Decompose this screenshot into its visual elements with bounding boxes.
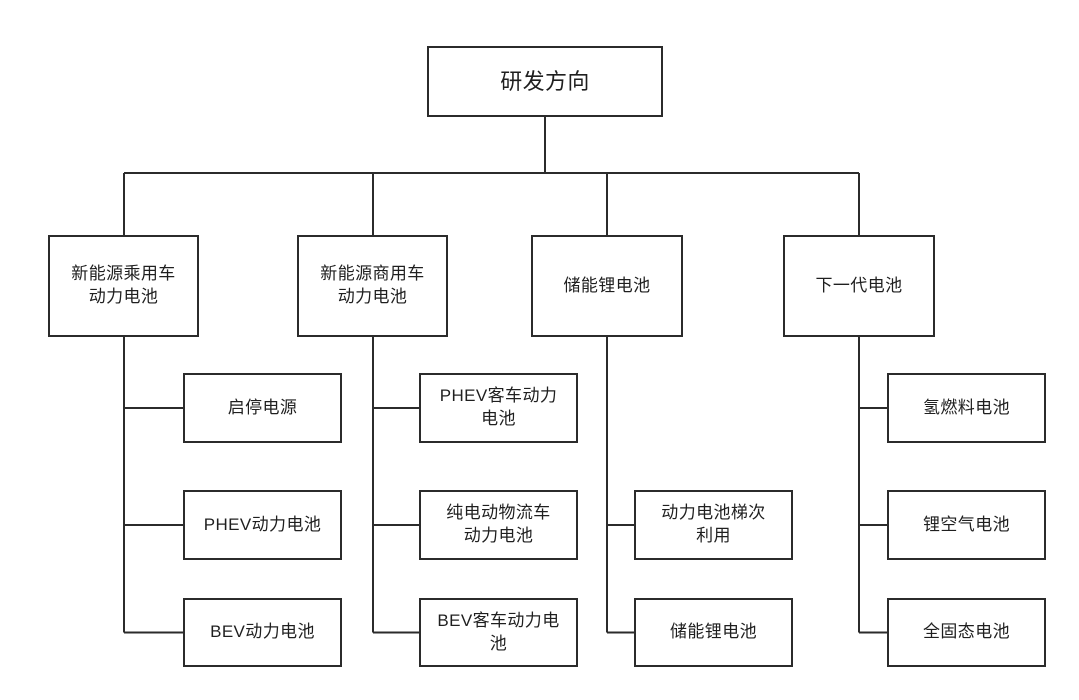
node-leaf-3-2-label: 全固态电池 xyxy=(923,622,1010,642)
node-leaf-3-2[interactable]: 全固态电池 xyxy=(887,598,1046,667)
node-leaf-2-0-label: 动力电池梯次 利用 xyxy=(661,503,766,545)
node-leaf-3-1[interactable]: 锂空气电池 xyxy=(887,490,1046,560)
node-branch-0-label: 新能源乘用车 动力电池 xyxy=(71,264,176,306)
node-leaf-1-0-label: PHEV客车动力 电池 xyxy=(439,386,558,428)
node-leaf-0-2[interactable]: BEV动力电池 xyxy=(183,598,342,667)
node-leaf-0-0[interactable]: 启停电源 xyxy=(183,373,342,443)
node-branch-3-label: 下一代电池 xyxy=(815,275,903,295)
node-branch-2[interactable]: 储能锂电池 xyxy=(531,235,683,337)
node-leaf-1-1[interactable]: 纯电动物流车 动力电池 xyxy=(419,490,578,560)
node-leaf-0-2-label: BEV动力电池 xyxy=(210,622,315,642)
node-leaf-2-1[interactable]: 储能锂电池 xyxy=(634,598,793,667)
node-leaf-1-1-label: 纯电动物流车 动力电池 xyxy=(446,503,551,545)
node-leaf-1-2[interactable]: BEV客车动力电 池 xyxy=(419,598,578,667)
node-root[interactable]: 研发方向 xyxy=(427,46,663,117)
node-root-label: 研发方向 xyxy=(500,68,590,94)
node-leaf-3-0-label: 氢燃料电池 xyxy=(923,397,1010,417)
node-branch-0[interactable]: 新能源乘用车 动力电池 xyxy=(48,235,199,337)
node-leaf-0-1[interactable]: PHEV动力电池 xyxy=(183,490,342,560)
node-branch-2-label: 储能锂电池 xyxy=(563,275,651,295)
node-leaf-1-2-label: BEV客车动力电 池 xyxy=(437,610,560,653)
node-leaf-0-0-label: 启停电源 xyxy=(227,397,298,417)
node-branch-3[interactable]: 下一代电池 xyxy=(783,235,935,337)
node-leaf-1-0[interactable]: PHEV客车动力 电池 xyxy=(419,373,578,443)
node-branch-1[interactable]: 新能源商用车 动力电池 xyxy=(297,235,448,337)
node-leaf-0-1-label: PHEV动力电池 xyxy=(203,514,322,534)
node-branch-1-label: 新能源商用车 动力电池 xyxy=(320,264,425,306)
node-leaf-2-1-label: 储能锂电池 xyxy=(670,622,757,642)
node-leaf-2-0[interactable]: 动力电池梯次 利用 xyxy=(634,490,793,560)
node-leaf-3-0[interactable]: 氢燃料电池 xyxy=(887,373,1046,443)
node-leaf-3-1-label: 锂空气电池 xyxy=(923,514,1010,534)
